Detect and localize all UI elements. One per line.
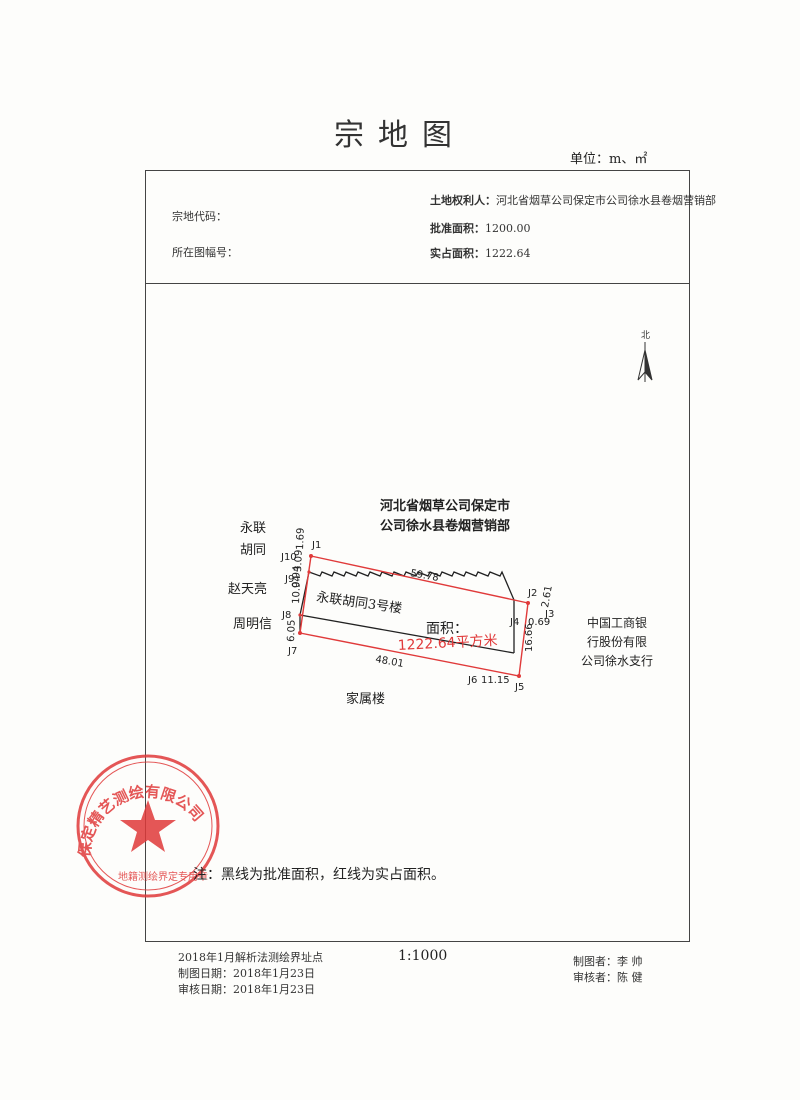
east-line-3: 公司徐水支行 <box>580 654 653 668</box>
boundary-vertices <box>298 554 530 678</box>
point-label-j10: J10 <box>280 552 297 563</box>
point-label-j2: J2 <box>527 588 537 599</box>
neighbor-zhao: 赵天亮 <box>228 582 268 597</box>
check-date: 审核日期：2018年1月23日 <box>178 983 315 996</box>
sheet-no-label: 所在图幅号： <box>172 246 238 259</box>
dim-label: 0.94 <box>291 565 303 588</box>
east-line-1: 中国工商银 <box>586 616 647 630</box>
owner-label-map: 河北省烟草公司保定市 公司徐水县卷烟营销部 <box>370 497 520 537</box>
north-arrow-icon <box>637 342 653 382</box>
legend-note: 注：黑线为批准面积，红线为实占面积。 <box>193 867 445 883</box>
west-road-line-1: 永联 <box>240 521 267 536</box>
point-label-j7: J7 <box>287 646 297 657</box>
point-label-j3: J3 <box>544 609 554 620</box>
owner-label: 土地权利人： <box>430 194 496 207</box>
area-label: 面积： <box>426 621 468 637</box>
west-road-line-2: 胡同 <box>240 543 267 558</box>
dim-label: 59.78 <box>409 568 439 584</box>
approved-boundary <box>299 570 515 654</box>
dim-label: 3.09 <box>293 549 305 572</box>
dim-label: 11.15 <box>481 675 510 686</box>
east-neighbor-label: 中国工商银 行股份有限 公司徐水支行 <box>567 614 667 671</box>
owner-field: 土地权利人：河北省烟草公司保定市公司徐水县卷烟营销部 <box>430 192 716 208</box>
point-label-j1: J1 <box>311 540 321 551</box>
dim-label: 1.69 <box>295 527 307 550</box>
point-label-j5: J5 <box>514 682 524 693</box>
point-label-j8: J8 <box>281 610 291 621</box>
point-label-j9: J9 <box>284 574 294 585</box>
actual-area-value: 1222.64 <box>485 247 531 260</box>
dim-label: 0.69 <box>528 617 550 628</box>
map-frame <box>145 170 690 942</box>
neighbor-zhou: 周明信 <box>233 617 273 632</box>
survey-method: 2018年1月解析法测绘界址点 <box>178 951 323 964</box>
stamp-subtext: 地籍测绘界定专用章 <box>118 870 208 883</box>
header-divider <box>145 283 690 284</box>
south-neighbor-label: 家属楼 <box>346 692 386 707</box>
area-value-label: 1222.64平方米 <box>397 633 498 654</box>
owner-line-2: 公司徐水县卷烟营销部 <box>379 519 510 534</box>
point-label-j4: J4 <box>509 617 519 628</box>
dim-label: 48.01 <box>374 654 404 670</box>
unit-label: 单位：m、㎡ <box>570 152 648 167</box>
drawer: 制图者：李 帅 <box>573 955 643 968</box>
actual-area-field: 实占面积：1222.64 <box>430 245 531 261</box>
dim-label: 16.66 <box>524 623 535 652</box>
checker: 审核者：陈 健 <box>573 971 643 984</box>
west-road-label: 永联 胡同 <box>240 518 266 562</box>
owner-line-1: 河北省烟草公司保定市 <box>379 499 510 514</box>
approved-area-label: 批准面积： <box>430 222 485 235</box>
approved-area-field: 批准面积：1200.00 <box>430 220 531 236</box>
page-title: 宗地图 <box>334 118 466 153</box>
dim-label: 10.94 <box>291 575 303 604</box>
dim-label: 6.05 <box>286 619 298 642</box>
owner-value: 河北省烟草公司保定市公司徐水县卷烟营销部 <box>496 194 716 207</box>
parcel-code-label: 宗地代码： <box>172 210 227 223</box>
dim-label: 2.61 <box>540 585 555 609</box>
actual-area-label: 实占面积： <box>430 247 485 260</box>
map-scale: 1:1000 <box>398 948 448 964</box>
approved-area-value: 1200.00 <box>485 222 531 235</box>
east-line-2: 行股份有限 <box>586 635 647 649</box>
north-label: 北 <box>641 330 650 341</box>
draw-date: 制图日期：2018年1月23日 <box>178 967 315 980</box>
point-label-j6: J6 <box>467 675 477 686</box>
